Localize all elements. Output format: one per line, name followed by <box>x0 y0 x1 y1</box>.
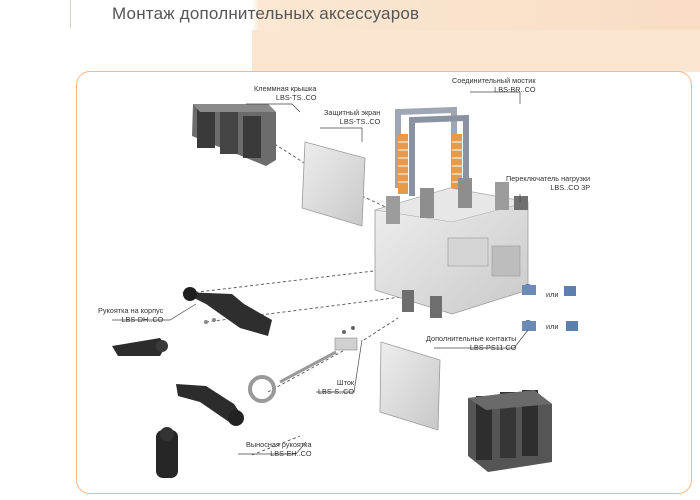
label-shaft: Шток LBS-S..CO <box>318 378 355 396</box>
protective-screen-part <box>301 141 366 227</box>
label-protective-screen: Защитный экран LBS-TS..CO <box>324 108 381 126</box>
label-load-switch: Переключатель нагрузки LBS..CO 3P <box>506 174 591 192</box>
label-aux-contacts: Дополнительные контакты LBS-PS11 CO <box>426 334 517 352</box>
terminal-cover-lower-part <box>468 390 552 472</box>
shaft-part <box>248 326 358 403</box>
auxiliary-contacts-part <box>522 284 578 331</box>
header-divider <box>70 0 71 28</box>
or-label-top: или <box>546 290 559 299</box>
page-title: Монтаж дополнительных аксессуаров <box>112 4 420 23</box>
label-bridge: Соединительный мостик LBS-BR..CO <box>452 76 536 94</box>
body-handle-part <box>112 287 272 356</box>
load-switch-part <box>374 178 529 318</box>
connecting-bridge-part <box>395 106 469 196</box>
locking-ring <box>248 375 276 403</box>
remote-handle-part <box>156 384 244 478</box>
header-peach-block <box>252 30 700 72</box>
label-body-handle: Рукоятка на корпус LBS-DH..CO <box>98 306 164 324</box>
terminal-cover-part <box>192 104 276 166</box>
or-label-bottom: или <box>546 322 559 331</box>
label-terminal-cover: Клеммная крышка LBS-TS..CO <box>254 84 317 102</box>
label-leaders <box>112 91 529 455</box>
label-remote-handle: Выносная рукоятка LBS-EH..CO <box>246 440 312 458</box>
protective-screen-lower-part <box>379 341 441 431</box>
header-band <box>0 0 700 30</box>
